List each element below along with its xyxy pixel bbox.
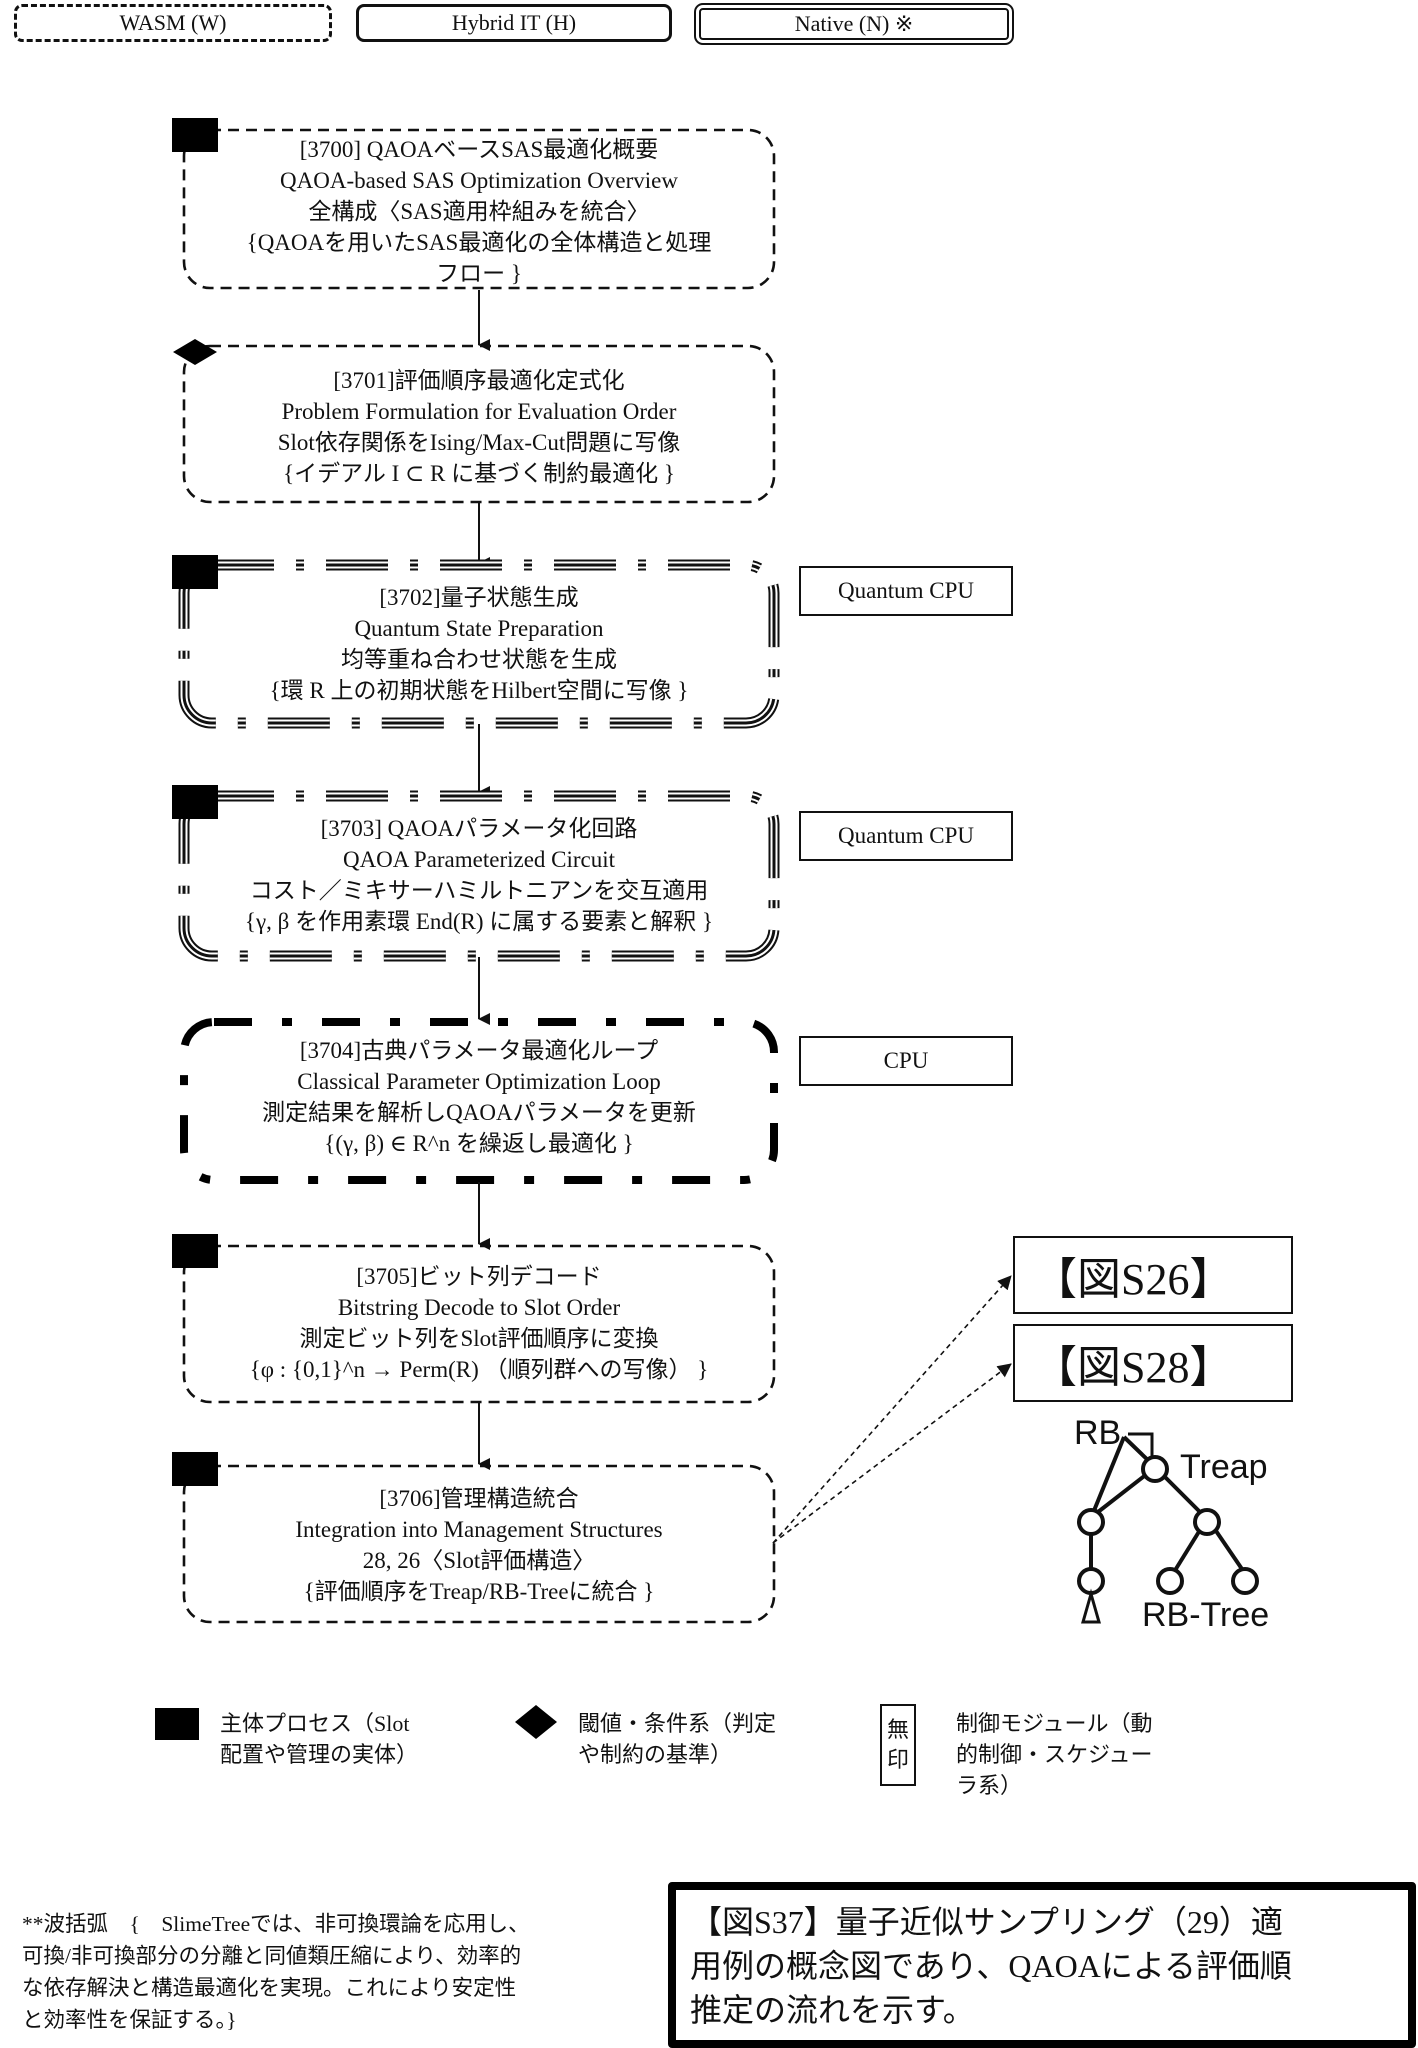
ref-label: 【図S26】 — [1033, 1255, 1234, 1304]
processor-label: Quantum CPU — [837, 823, 975, 848]
stamp-char: 無 — [886, 1717, 909, 1742]
step-note: {QAOAを用いたSAS最適化の全体構造と処理 — [246, 230, 712, 255]
stamp-char: 印 — [886, 1747, 909, 1772]
step-note: {(γ, β) ∈ R^n を繰返し最適化 } — [324, 1131, 634, 1156]
step-title: [3704]古典パラメータ最適化ループ — [299, 1038, 659, 1063]
step-3702-text: [3702]量子状態生成 Quantum State Preparation 均… — [184, 582, 774, 706]
subtree-triangle — [1081, 1588, 1101, 1624]
mode-legend-hybrid: Hybrid IT (H) — [356, 4, 672, 42]
step-title: [3701]評価順序最適化定式化 — [333, 368, 625, 393]
reference-arrow-s26 — [772, 1275, 1012, 1544]
processor-box-3703: Quantum CPU — [799, 811, 1013, 861]
mode-label: Native (N) ※ — [794, 11, 914, 36]
footnote-line: と効率性を保証する。} — [22, 2008, 237, 2032]
footnote-line: 可換/非可換部分の分離と同値類圧縮により、効率的 — [22, 1944, 522, 1968]
step-3700-text: [3700] QAOAベースSAS最適化概要 QAOA-based SAS Op… — [184, 134, 774, 289]
step-desc: コスト／ミキサーハミルトニアンを交互適用 — [249, 878, 709, 903]
tree-label-treap: Treap — [1180, 1448, 1268, 1486]
legend-line: や制約の基準） — [578, 1742, 733, 1767]
step-note-cont: フロー } — [436, 261, 522, 286]
processor-box-3704: CPU — [799, 1036, 1013, 1086]
ref-figure-s26: 【図S26】 — [1013, 1236, 1293, 1314]
tree-node — [1077, 1567, 1105, 1595]
step-title-en: Bitstring Decode to Slot Order — [337, 1295, 621, 1320]
step-title-en: QAOA Parameterized Circuit — [342, 847, 616, 872]
footnote: **波括弧 { SlimeTreeでは、非可換環論を応用し、 可換/非可換部分の… — [22, 1908, 642, 2036]
legend-line: 主体プロセス（Slot — [220, 1711, 410, 1736]
legend-line: 制御モジュール（動 — [956, 1711, 1153, 1736]
step-title: [3705]ビット列デコード — [356, 1264, 602, 1289]
step-title-en: Problem Formulation for Evaluation Order — [281, 399, 677, 424]
footnote-line: **波括弧 { SlimeTreeでは、非可換環論を応用し、 — [22, 1912, 530, 1936]
mode-legend-wasm: WASM (W) — [14, 4, 332, 42]
legend-line: ラ系） — [956, 1773, 1023, 1798]
process-square-marker — [172, 1452, 218, 1486]
step-3706-text: [3706]管理構造統合 Integration into Management… — [184, 1483, 774, 1607]
legend-unmarked-icon: 無 印 — [880, 1704, 916, 1786]
ref-label: 【図S28】 — [1033, 1343, 1234, 1392]
step-title: [3702]量子状態生成 — [379, 585, 579, 610]
step-3704-text: [3704]古典パラメータ最適化ループ Classical Parameter … — [184, 1035, 774, 1159]
step-3701-text: [3701]評価順序最適化定式化 Problem Formulation for… — [184, 365, 774, 489]
reference-arrow-s28 — [772, 1363, 1012, 1544]
tree-node — [1193, 1508, 1221, 1536]
step-title: [3703] QAOAパラメータ化回路 — [320, 816, 638, 841]
tree-label-rb: RB — [1074, 1414, 1122, 1452]
caption-line: 【図S37】量子近似サンプリング（29）適 — [690, 1904, 1283, 1940]
mode-label: WASM (W) — [119, 10, 227, 35]
processor-label: Quantum CPU — [837, 578, 975, 603]
step-note: {イデアル I ⊂ R に基づく制約最適化 } — [283, 461, 675, 486]
step-note: {環 R 上の初期状態をHilbert空間に写像 } — [269, 678, 689, 703]
condition-diamond-marker — [173, 339, 217, 365]
mode-label: Hybrid IT (H) — [451, 10, 577, 35]
processor-box-3702: Quantum CPU — [799, 566, 1013, 616]
tree-node — [1077, 1508, 1105, 1536]
legend-control-text: 制御モジュール（動 的制御・スケジュー ラ系） — [956, 1708, 1152, 1801]
step-desc: Slot依存関係をIsing/Max-Cut問題に写像 — [277, 430, 681, 455]
legend-line: 配置や管理の実体） — [220, 1742, 419, 1767]
step-note: {φ : {0,1}^n → Perm(R) （順列群への写像） } — [249, 1357, 709, 1382]
step-title-en: Classical Parameter Optimization Loop — [297, 1069, 661, 1094]
legend-process-text: 主体プロセス（Slot 配置や管理の実体） — [220, 1708, 418, 1770]
legend-square-icon — [155, 1708, 199, 1740]
ref-figure-s28: 【図S28】 — [1013, 1324, 1293, 1402]
mode-legend-native: Native (N) ※ — [694, 3, 1014, 45]
tree-label-rbtree: RB-Tree — [1142, 1596, 1270, 1634]
step-3705-text: [3705]ビット列デコード Bitstring Decode to Slot … — [184, 1261, 774, 1385]
tree-node — [1141, 1455, 1169, 1483]
step-desc: 均等重ね合わせ状態を生成 — [341, 647, 617, 672]
step-title-en: QAOA-based SAS Optimization Overview — [280, 168, 678, 193]
legend-diamond-icon — [515, 1705, 557, 1739]
caption-line: 推定の流れを示す。 — [690, 1992, 975, 2028]
tree-node — [1156, 1567, 1184, 1595]
processor-label: CPU — [883, 1048, 929, 1073]
step-title-en: Quantum State Preparation — [354, 616, 604, 641]
step-note: {評価順序をTreap/RB-Treeに統合 } — [303, 1579, 655, 1604]
legend-line: 閾値・条件系（判定 — [578, 1711, 777, 1736]
step-title: [3700] QAOAベースSAS最適化概要 — [299, 137, 659, 162]
caption-line: 用例の概念図であり、QAOAによる評価順 — [690, 1948, 1292, 1984]
step-desc: 全構成〈SAS適用枠組みを統合〉 — [308, 199, 650, 224]
step-note: {γ, β を作用素環 End(R) に属する要素と解釈 } — [244, 909, 714, 934]
step-3703-text: [3703] QAOAパラメータ化回路 QAOA Parameterized C… — [184, 813, 774, 937]
step-desc: 測定ビット列をSlot評価順序に変換 — [299, 1326, 659, 1351]
footnote-line: な依存解決と構造最適化を実現。これにより安定性 — [22, 1976, 517, 2000]
step-title-en: Integration into Management Structures — [295, 1517, 663, 1542]
figure-caption: 【図S37】量子近似サンプリング（29）適 用例の概念図であり、QAOAによる評… — [668, 1882, 1416, 2048]
step-desc: 測定結果を解析しQAOAパラメータを更新 — [262, 1100, 696, 1125]
tree-node — [1231, 1567, 1259, 1595]
legend-condition-text: 閾値・条件系（判定 や制約の基準） — [578, 1708, 776, 1770]
step-desc: 28, 26〈Slot評価構造〉 — [362, 1548, 596, 1573]
step-title: [3706]管理構造統合 — [379, 1486, 579, 1511]
legend-line: 的制御・スケジュー — [956, 1742, 1153, 1767]
